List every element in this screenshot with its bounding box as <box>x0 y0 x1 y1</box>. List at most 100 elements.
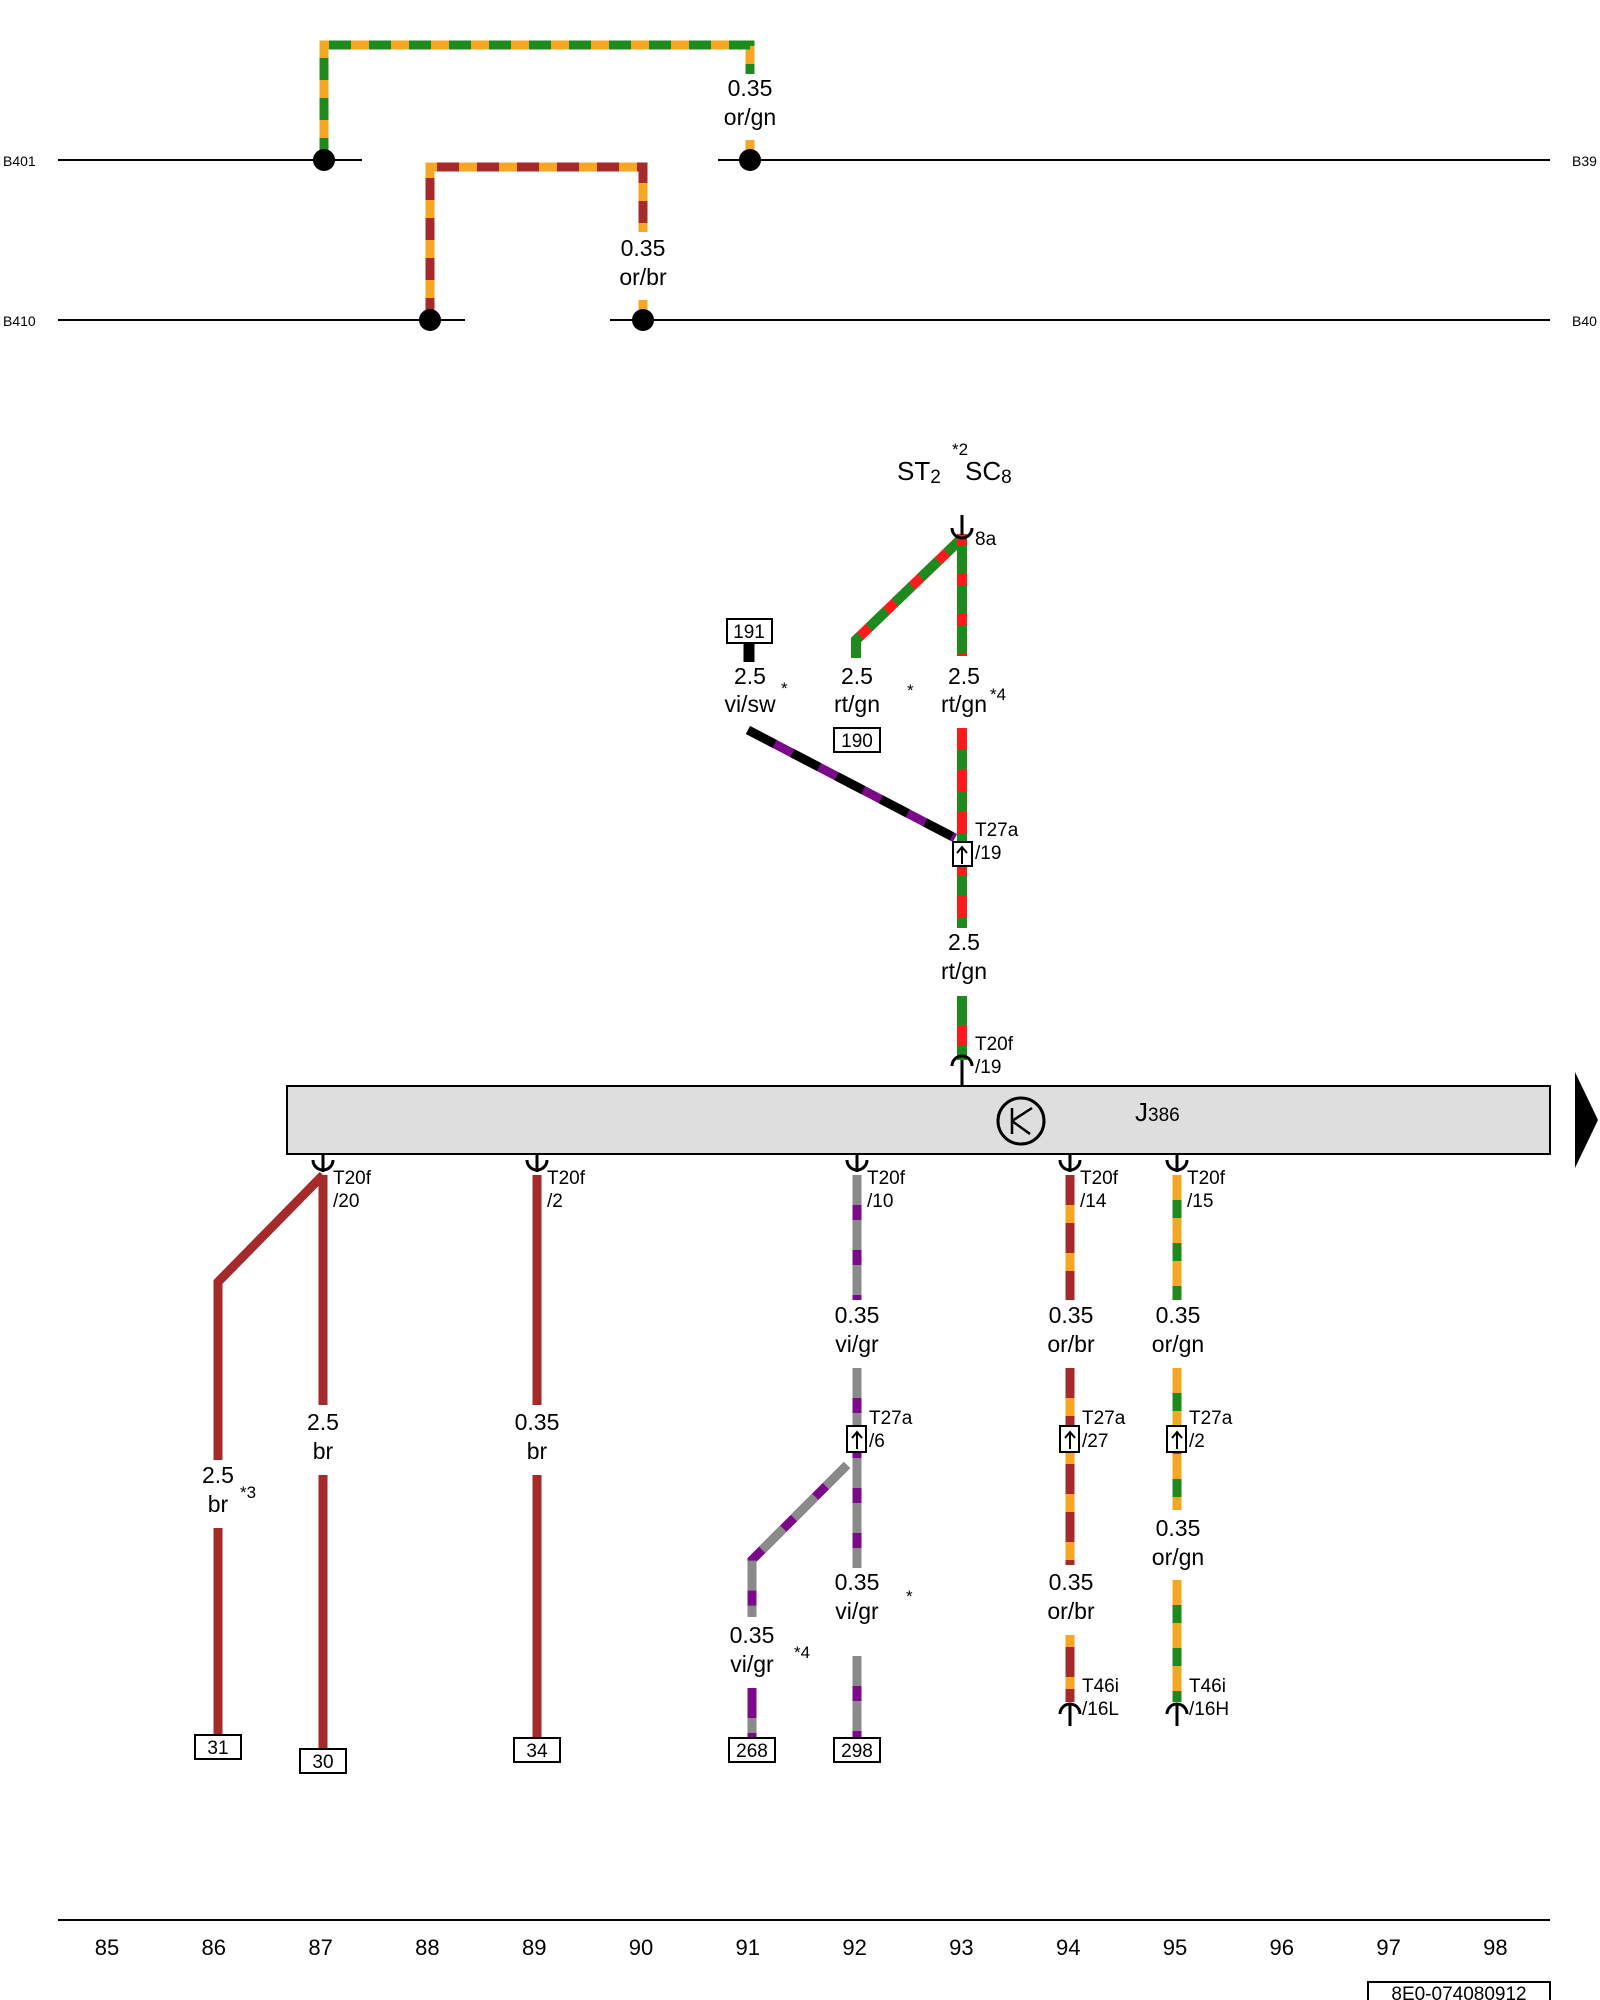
connector-label: T20f <box>867 1168 906 1189</box>
connector-arrow-icon <box>1064 1430 1076 1449</box>
column-number: 96 <box>1270 1935 1294 1960</box>
wire-label-size: 2.5 <box>734 663 766 689</box>
footer-code-box <box>1367 1981 1551 2000</box>
wire-label-color: br <box>208 1491 229 1517</box>
component-j386: J386 <box>286 1072 1598 1168</box>
wire-label-color: rt/gn <box>941 958 987 984</box>
ref-box-298 <box>833 1737 881 1763</box>
wire-label-color: or/gn <box>1152 1331 1204 1357</box>
wire-label-size: 2.5 <box>202 1462 234 1488</box>
wire-note: *4 <box>794 1643 810 1662</box>
ref-number-34: 34 <box>526 1741 548 1762</box>
connector-label: /16L <box>1082 1699 1119 1720</box>
column-number: 89 <box>522 1935 546 1960</box>
column-number: 85 <box>95 1935 119 1960</box>
ref-number-298: 298 <box>841 1741 873 1762</box>
wire-or-gn-top <box>319 40 755 160</box>
ref-number-191: 191 <box>733 622 765 643</box>
connector-label: /19 <box>975 843 1001 864</box>
ref-number-31: 31 <box>207 1738 228 1759</box>
connector-pin-icon <box>950 1054 974 1067</box>
splice-dot-b39 <box>739 149 761 171</box>
component-body <box>286 1085 1551 1155</box>
splice-dot-b40 <box>632 309 654 331</box>
wire-or-gn-top-stripe <box>319 40 755 160</box>
connector-label: /20 <box>333 1191 359 1212</box>
wire-label-color: or/br <box>619 264 667 290</box>
wire-note: * <box>906 1587 913 1606</box>
ref-box-268 <box>728 1737 776 1763</box>
ref-number-30: 30 <box>312 1752 333 1773</box>
wire-label-color: vi/sw <box>724 691 776 717</box>
footer: 8E0-074080912 <box>1367 1981 1551 2000</box>
ref-number-268: 268 <box>736 1741 768 1762</box>
wire-label-color: rt/gn <box>941 691 987 717</box>
wire-note: * <box>781 679 788 698</box>
wire-label-size: 0.35 <box>1156 1302 1201 1328</box>
wire-note: *4 <box>990 685 1006 704</box>
column-number: 91 <box>736 1935 760 1960</box>
wire-label-size: 0.35 <box>730 1622 775 1648</box>
wire-br-86 <box>213 1171 327 1460</box>
bus-label-b39: B39 <box>1572 153 1597 169</box>
connector-label: T20f <box>333 1168 372 1189</box>
connector-label: T20f <box>1080 1168 1119 1189</box>
wire-label-color: br <box>527 1438 548 1464</box>
connector-label: /6 <box>869 1431 885 1452</box>
wire-rt-gn-diagonal <box>851 534 966 658</box>
wire-label-color: or/br <box>1047 1331 1095 1357</box>
connector-label: T46i <box>1082 1676 1119 1697</box>
connector-label: /19 <box>975 1057 1001 1078</box>
connector-label: T20f <box>547 1168 586 1189</box>
column-number: 97 <box>1376 1935 1400 1960</box>
wire-label-size: 0.35 <box>835 1302 880 1328</box>
splice-dot-b410 <box>419 309 441 331</box>
ref-box-30 <box>299 1748 347 1774</box>
relay-pin-label: 8a <box>975 529 997 550</box>
wire-label-color: or/gn <box>724 104 776 130</box>
footer-code: 8E0-074080912 <box>1391 1984 1526 2000</box>
connector-label: /2 <box>547 1191 563 1212</box>
j386-pins <box>311 1154 1189 1172</box>
ref-number-190: 190 <box>841 731 873 752</box>
connector-label: /14 <box>1080 1191 1107 1212</box>
column-number: 95 <box>1163 1935 1187 1960</box>
relay-sc-label: SC8 <box>965 456 1012 488</box>
column-number: 88 <box>415 1935 439 1960</box>
connector-label: /10 <box>867 1191 893 1212</box>
column-number: 94 <box>1056 1935 1080 1960</box>
connector-label: T46i <box>1189 1676 1226 1697</box>
connector-label: T20f <box>975 1034 1014 1055</box>
wire-label-size: 2.5 <box>841 663 873 689</box>
wire-note: *3 <box>240 1483 256 1502</box>
wire-label-size: 2.5 <box>307 1409 339 1435</box>
wire-label-size: 0.35 <box>728 75 773 101</box>
wire-label-color: br <box>313 1438 334 1464</box>
wire-label-size: 2.5 <box>948 663 980 689</box>
connector-label: /15 <box>1187 1191 1213 1212</box>
transistor-symbol <box>1010 1106 1033 1136</box>
connector-label: /27 <box>1082 1431 1108 1452</box>
transistor-icon <box>996 1096 1046 1146</box>
ref-box-190 <box>833 727 881 753</box>
connector-label: /2 <box>1189 1431 1205 1452</box>
connector-label: T27a <box>1082 1408 1126 1429</box>
column-number: 87 <box>308 1935 332 1960</box>
connector-arrow-icon <box>956 845 968 864</box>
relay-st-label: ST2 <box>897 456 941 488</box>
wire-rt-gn-diagonal-stripe <box>851 534 966 658</box>
bus-label-b40: B40 <box>1572 313 1597 329</box>
wire-vi-gr-91 <box>747 1461 851 1617</box>
wire-label-color: or/gn <box>1152 1544 1204 1570</box>
lower-wiring: T20f /20 T20f /2 T20f /10 T20f /14 T20f … <box>194 1154 1233 1774</box>
wire-label-size: 0.35 <box>835 1569 880 1595</box>
ref-box-34 <box>513 1737 561 1763</box>
column-number: 98 <box>1483 1935 1507 1960</box>
upper-wiring: 191 190 2.5 vi/sw * 2.5 rt/gn * 2.5 rt/g… <box>724 515 1019 1085</box>
wire-label-size: 0.35 <box>515 1409 560 1435</box>
connector-label: T27a <box>869 1408 913 1429</box>
connector-label: T20f <box>1187 1168 1226 1189</box>
connector-label: T27a <box>975 820 1019 841</box>
